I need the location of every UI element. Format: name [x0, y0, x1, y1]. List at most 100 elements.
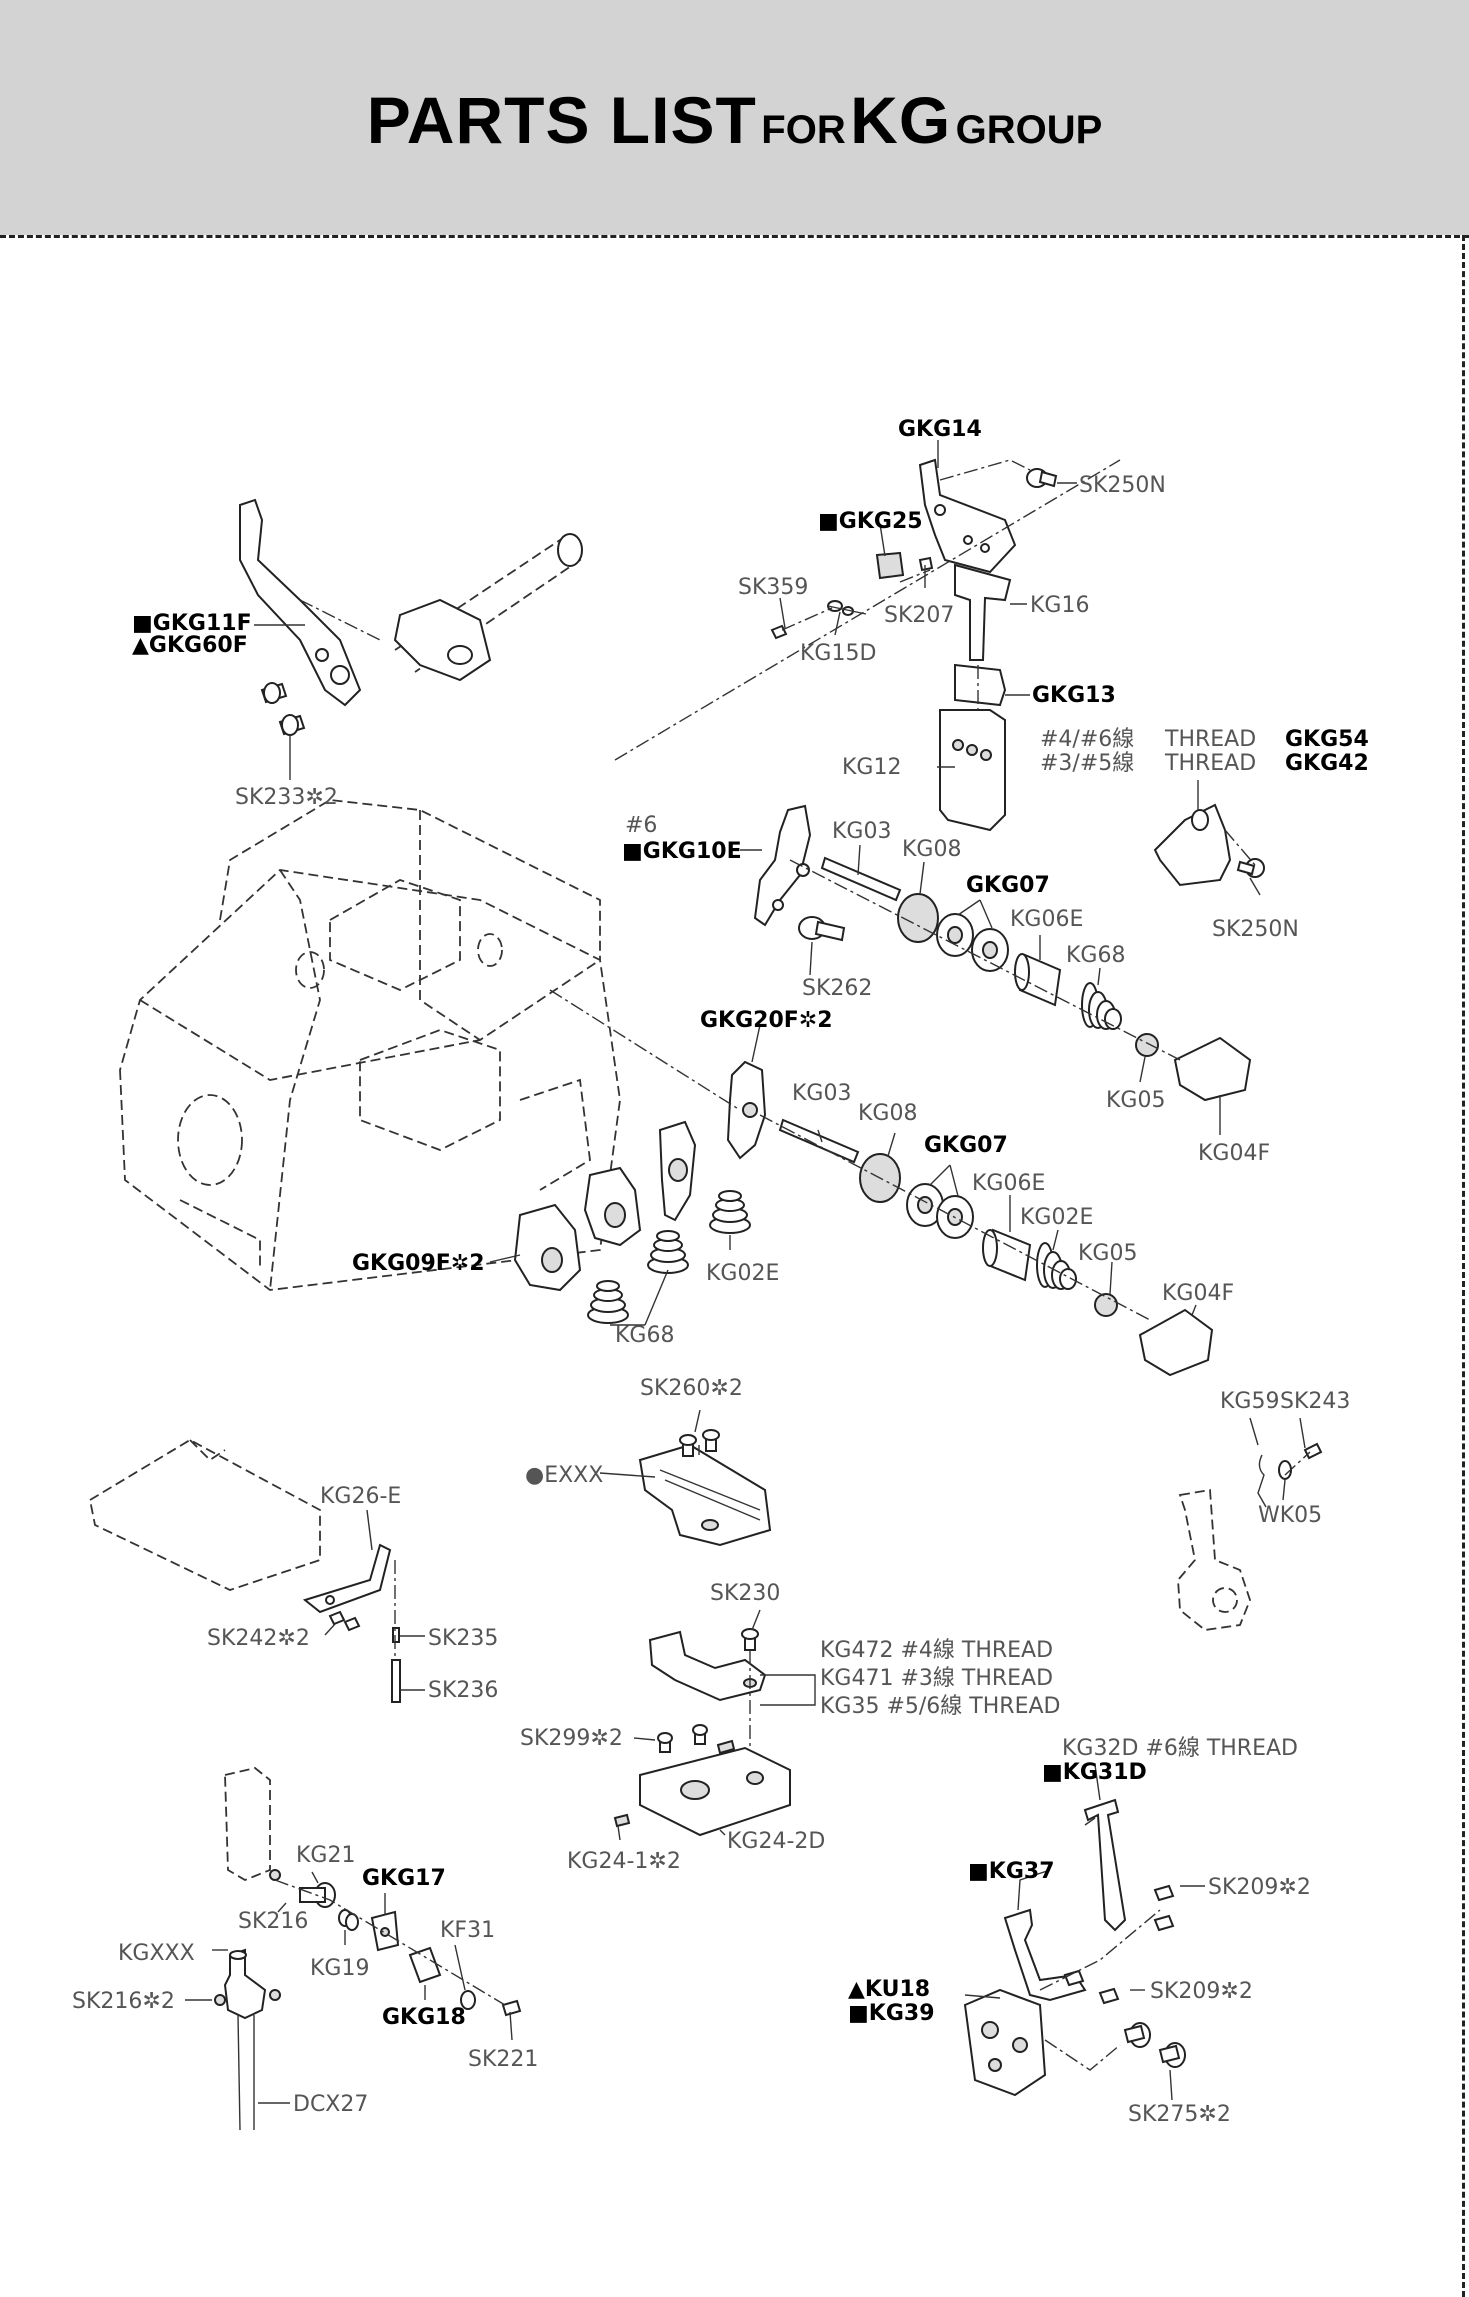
label-sk233: SK233✲2	[235, 785, 338, 810]
label-gkg07-lower: GKG07	[924, 1133, 1008, 1158]
label-gkg11f: ■GKG11F	[132, 611, 252, 636]
label-gkg17: GKG17	[362, 1866, 446, 1891]
part-kg16-guide	[954, 563, 1012, 661]
label-kg39: ■KG39	[848, 2001, 935, 2026]
part-sk236-pin	[391, 1659, 401, 1703]
label-kg02e-lower: KG02E	[1020, 1205, 1093, 1230]
part-gkg10e-bracket	[753, 804, 812, 927]
part-sk359-screw	[770, 624, 788, 640]
part-gkg07-discs-lower	[906, 1183, 974, 1239]
label-kg08-upper: KG08	[902, 837, 961, 862]
cut-line-vertical	[1462, 235, 1465, 2297]
part-wk05-washer	[1278, 1460, 1292, 1480]
label-kg19: KG19	[310, 1956, 369, 1981]
part-gkg14-bracket	[918, 458, 1017, 574]
label-kg59: KG59	[1220, 1389, 1279, 1414]
part-gkg17-guide	[370, 1910, 400, 1952]
label-kg03-lower: KG03	[792, 1081, 851, 1106]
part-sk275-screws	[1123, 2022, 1186, 2068]
label-gkg14: GKG14	[898, 417, 982, 442]
part-dcx27-needles	[237, 2014, 255, 2131]
label-kg06e-lower: KG06E	[972, 1171, 1045, 1196]
label-kg04f-upper: KG04F	[1198, 1141, 1270, 1166]
label-kf31: KF31	[440, 1918, 495, 1943]
page-title: PARTS LIST FOR KG GROUP	[0, 82, 1469, 158]
part-kg24-1-pins	[613, 1739, 736, 1828]
part-kg26e-plate	[88, 1438, 392, 1614]
label-exxx: ●EXXX	[525, 1463, 603, 1488]
part-gkg18-guide	[408, 1946, 442, 1984]
part-sk242-screws	[328, 1610, 361, 1632]
label-kg24-1: KG24-1✲2	[567, 1849, 681, 1874]
part-gkg09f-plates	[513, 1120, 697, 1292]
label-gkg10e: ■GKG10E	[622, 839, 742, 864]
part-kf31-washer	[460, 1990, 476, 2010]
label-thread46-spec: #4/#6線	[1040, 727, 1134, 752]
part-sk250n-right-screw	[1236, 858, 1265, 878]
label-sk243: SK243	[1280, 1389, 1350, 1414]
part-lower-lever	[1177, 1488, 1251, 1631]
part-kg03-stud-lower	[778, 1118, 860, 1164]
part-sk243-screw	[1303, 1442, 1323, 1460]
part-kg04f-knob-upper	[1173, 1036, 1252, 1102]
label-kg12: KG12	[842, 755, 901, 780]
label-sk236: SK236	[428, 1678, 498, 1703]
label-kg06e-upper: KG06E	[1010, 907, 1083, 932]
label-gkg07-upper: GKG07	[966, 873, 1050, 898]
label-sk242: SK242✲2	[207, 1626, 310, 1651]
label-gkg42: GKG42	[1285, 751, 1369, 776]
part-needle-bar-frame	[224, 1767, 271, 1881]
title-for: FOR	[761, 108, 846, 152]
label-kg32d: KG32D #6線 THREAD	[1062, 1736, 1298, 1761]
machine-body-frame	[119, 799, 621, 1291]
label-kg15d: KG15D	[800, 641, 876, 666]
part-kg24-2d-block	[639, 1746, 791, 1837]
label-kg472: KG472 #4線 THREAD	[820, 1638, 1053, 1663]
label-sk216-2: SK216✲2	[72, 1989, 175, 2014]
label-gkg60f: ▲GKG60F	[132, 633, 248, 658]
label-ku18: ▲KU18	[848, 1977, 930, 2002]
label-sk235: SK235	[428, 1626, 498, 1651]
part-sk230-screw	[741, 1628, 759, 1651]
label-kg26e: KG26-E	[320, 1484, 401, 1509]
label-sk230: SK230	[710, 1581, 780, 1606]
label-kg471: KG471 #3線 THREAD	[820, 1666, 1053, 1691]
header-band	[0, 0, 1469, 235]
part-kg19-spring	[338, 1909, 359, 1931]
part-kg32d-looper	[1083, 1798, 1127, 1932]
part-kg37-looper	[1003, 1908, 1087, 2002]
label-sk207: SK207	[884, 603, 954, 628]
part-kg04f-knob-lower	[1138, 1308, 1214, 1377]
part-sk299-screws	[657, 1724, 708, 1753]
label-thread35-word: THREAD	[1164, 751, 1256, 776]
label-sk250n-top: SK250N	[1079, 473, 1166, 498]
label-kg68-upper: KG68	[1066, 943, 1125, 968]
part-sk221-screw	[501, 1999, 522, 2017]
label-sk359: SK359	[738, 575, 808, 600]
part-kg15d-spring	[827, 600, 867, 616]
label-gkg09f: GKG09F✲2	[352, 1251, 485, 1276]
part-kg02e-spring-left	[709, 1190, 751, 1234]
part-gkg13-holder	[954, 663, 1007, 707]
part-sk260-screws	[679, 1429, 720, 1457]
label-sk299: SK299✲2	[520, 1726, 623, 1751]
label-kg02e-left: KG02E	[706, 1261, 779, 1286]
part-sk209-screws	[1063, 1884, 1175, 2005]
part-kg05-nut-upper	[1135, 1033, 1159, 1057]
part-kg39-holder	[963, 1988, 1047, 2097]
label-thread46-word: THREAD	[1164, 727, 1256, 752]
part-gkg54-bracket	[1153, 803, 1232, 887]
label-gkg20f: GKG20F✲2	[700, 1008, 833, 1033]
part-kg68-springs-left	[587, 1230, 689, 1324]
label-n6: #6	[625, 813, 657, 838]
title-group: GROUP	[955, 108, 1103, 152]
label-gkg13: GKG13	[1032, 683, 1116, 708]
title-kg: KG	[850, 83, 952, 157]
part-kg68-spring-upper	[1081, 982, 1122, 1030]
part-kg03-stud-upper	[820, 856, 902, 902]
part-sk262-screw	[798, 916, 846, 942]
title-parts-list: PARTS LIST	[366, 83, 757, 157]
label-gkg18: GKG18	[382, 2005, 466, 2030]
label-kg03-upper: KG03	[832, 819, 891, 844]
